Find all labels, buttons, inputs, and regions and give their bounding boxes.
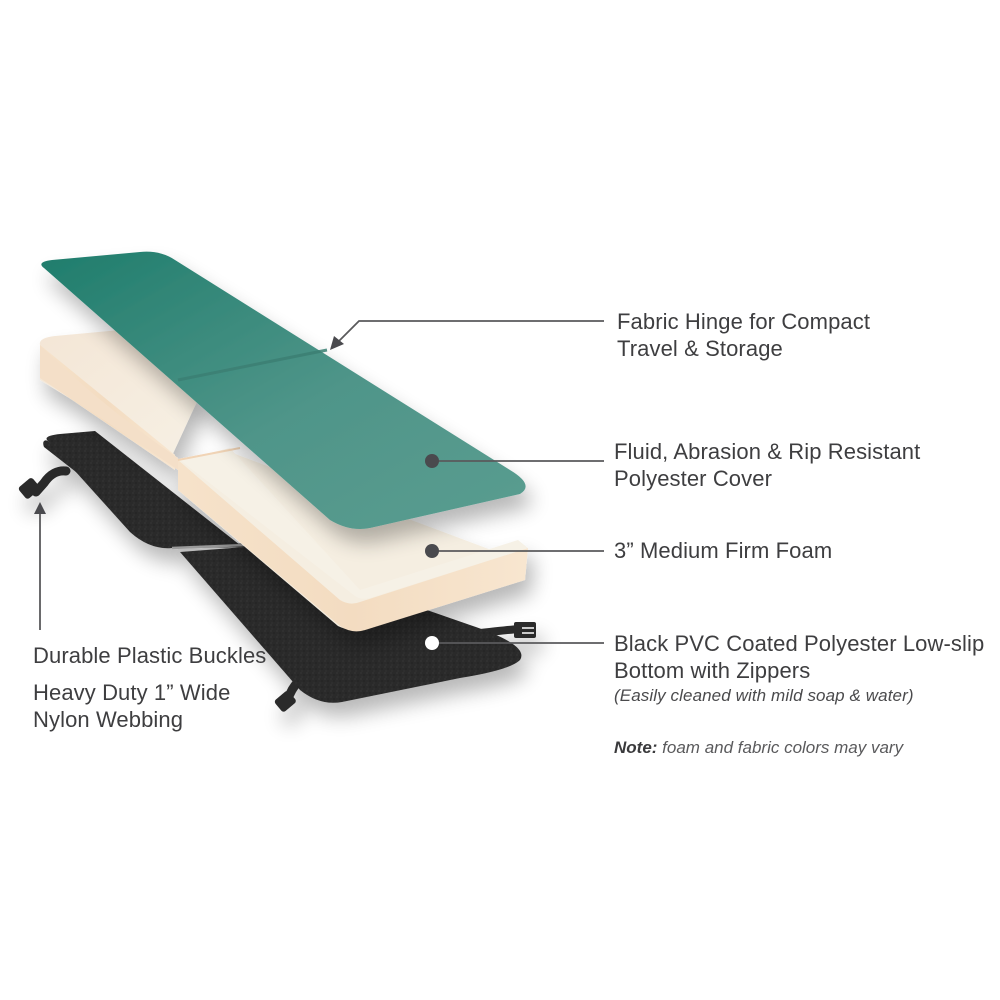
webbing-callout-line2: Nylon Webbing: [33, 707, 184, 732]
hinge-callout-line1: Fabric Hinge for Compact: [617, 309, 871, 334]
foam-callout-line1: 3” Medium Firm Foam: [614, 538, 833, 563]
cover-callout-label: Fluid, Abrasion & Rip Resistant Polyeste…: [614, 438, 920, 492]
hinge-arrowhead-icon: [330, 336, 344, 350]
buckles-callout-line1: Durable Plastic Buckles: [33, 643, 267, 668]
note-key: Note:: [614, 738, 658, 757]
hinge-callout-label: Fabric Hinge for Compact Travel & Storag…: [617, 308, 870, 362]
callout-lines: [39, 320, 604, 644]
webbing-callout-line1: Heavy Duty 1” Wide: [33, 680, 231, 705]
note-text: foam and fabric colors may vary: [657, 738, 904, 757]
bottom-callout-label: Black PVC Coated Polyester Low-slip Bott…: [614, 630, 984, 708]
foam-marker-dot: [425, 544, 439, 558]
hinge-callout-line2: Travel & Storage: [617, 336, 783, 361]
cover-marker-dot: [425, 454, 439, 468]
buckles-callout-label: Durable Plastic Buckles: [33, 642, 266, 669]
hinge-leader-line: [335, 320, 604, 345]
cover-callout-line1: Fluid, Abrasion & Rip Resistant: [614, 439, 921, 464]
cover-layer: [41, 251, 526, 529]
buckles-arrowhead-icon: [34, 502, 46, 514]
bottom-callout-subtext: (Easily cleaned with mild soap & water): [614, 686, 914, 705]
cover-callout-line2: Polyester Cover: [614, 466, 773, 491]
webbing-callout-label: Heavy Duty 1” Wide Nylon Webbing: [33, 679, 230, 733]
bottom-callout-line2: Bottom with Zippers: [614, 658, 811, 683]
foam-callout-label: 3” Medium Firm Foam: [614, 537, 832, 564]
bottom-marker-dot: [425, 636, 439, 650]
color-variance-note: Note: foam and fabric colors may vary: [614, 738, 903, 758]
bottom-callout-line1: Black PVC Coated Polyester Low-slip: [614, 631, 985, 656]
